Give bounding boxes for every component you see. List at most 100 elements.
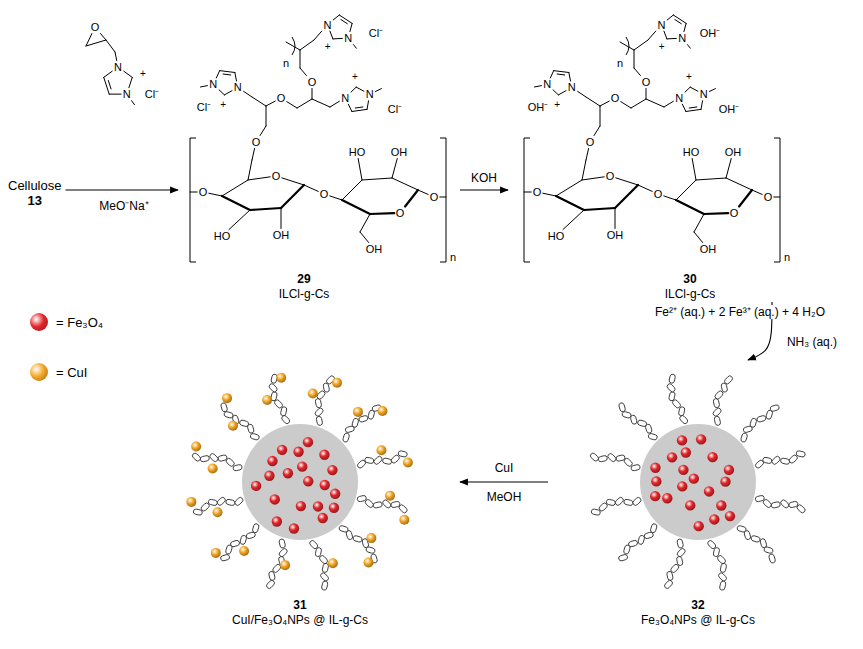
cui-particle	[308, 389, 318, 399]
bond-line	[621, 102, 631, 108]
fe3o4-particle	[272, 516, 282, 526]
reaction-arrow	[65, 189, 178, 190]
cui-particle	[211, 548, 221, 558]
polymer-chain-link	[345, 425, 355, 433]
polymer-chain-link	[614, 496, 624, 506]
atom-label: O	[533, 187, 542, 198]
polymer-chain-link	[266, 579, 276, 589]
fe3o4-particle	[677, 435, 687, 445]
atom-label: OH	[366, 244, 383, 255]
polymer-chain-link	[398, 504, 408, 514]
bond-line	[558, 91, 566, 95]
fe3o4-particle	[251, 481, 261, 491]
polymer-chain-link	[740, 433, 748, 443]
polymer-chain-link	[771, 501, 781, 508]
bond-line	[348, 104, 352, 111]
bond-line	[682, 104, 686, 111]
bond-line	[360, 232, 369, 243]
polymer-chain-link	[208, 499, 218, 506]
atom-label: O	[320, 189, 329, 200]
polymer-chain-link	[788, 454, 798, 464]
atom-label: O	[764, 192, 773, 203]
atom-label: OH⁻	[719, 104, 740, 115]
polymer-chain-link	[618, 554, 628, 562]
polymer-chain-link	[323, 383, 330, 393]
atom-label: N	[543, 79, 551, 90]
polymer-chain-link	[630, 415, 638, 425]
polymer-chain-link	[346, 530, 354, 540]
bond-line	[370, 212, 394, 215]
polymer-bracket	[774, 138, 780, 262]
bond-line	[664, 31, 667, 39]
atom-label: +	[220, 100, 226, 110]
bond-line	[646, 89, 647, 100]
polymer-chain-link	[720, 563, 727, 573]
bond-line	[281, 185, 304, 208]
bond-line	[342, 200, 370, 214]
bond-line	[676, 200, 704, 214]
fe3o4-particle	[319, 450, 329, 460]
fe3o4-particle	[720, 476, 730, 486]
bond-line	[235, 72, 237, 81]
polymer-chain-link	[770, 404, 780, 412]
polymer-bracket	[440, 138, 446, 262]
bond-line	[709, 89, 715, 92]
polymer-chain-link	[618, 402, 626, 412]
atom-label: O	[606, 171, 615, 182]
fe3o4-particle	[303, 476, 313, 486]
polymer-chain-link	[678, 406, 685, 416]
atom-label: +	[554, 100, 560, 110]
fe3o4-particle	[297, 461, 307, 471]
bond-line	[339, 15, 352, 23]
polymer-chain-link	[589, 452, 599, 462]
atom-label: N	[341, 92, 349, 103]
bond-line	[224, 91, 232, 95]
bond-line	[330, 31, 333, 39]
bond-line	[266, 106, 267, 126]
bond-line	[104, 71, 112, 77]
polymer-chain-link	[650, 523, 658, 533]
polymer-bracket	[626, 37, 629, 55]
polymer-chain-link	[278, 548, 288, 558]
bond-line	[190, 192, 197, 193]
bond-line	[418, 190, 428, 194]
cui-particle	[262, 395, 272, 405]
cui-particle	[377, 406, 387, 416]
bond-line	[342, 180, 362, 200]
atom-label: O	[611, 93, 620, 104]
fe3o4-particle	[264, 471, 274, 481]
bond-line	[584, 208, 615, 210]
reagent-label: CuI	[493, 461, 516, 475]
bond-line	[774, 197, 780, 198]
bond-line	[352, 109, 367, 111]
bond-line	[600, 106, 601, 126]
bond-line	[667, 15, 673, 20]
polymer-chain-link	[664, 579, 674, 589]
bond-line	[586, 97, 600, 106]
cui-particle	[364, 557, 374, 567]
atom-label: O	[199, 187, 208, 198]
compound-number: 31	[293, 598, 306, 613]
fe3o4-particle	[662, 493, 672, 503]
bond-line	[129, 77, 132, 87]
bond-line	[739, 190, 752, 207]
bond-line	[341, 20, 347, 24]
bond-line	[440, 197, 446, 198]
polymer-chain-link	[225, 499, 235, 506]
polymer-chain-link	[707, 540, 717, 550]
polymer-chain-link	[279, 539, 286, 549]
compound-name: ILCl-g-Cs	[279, 287, 330, 302]
polymer-chain-link	[637, 535, 645, 545]
bond-line	[634, 50, 635, 68]
compound-node: 29ILCl-g-Cs	[178, 4, 460, 302]
fe3o4-particle	[651, 476, 661, 486]
fe3o4-particle	[694, 521, 704, 531]
bond-line	[600, 101, 609, 106]
fe3o4-particle	[318, 513, 328, 523]
polymer-chain-link	[316, 390, 326, 400]
bond-line	[86, 40, 106, 46]
bond-line	[556, 180, 582, 196]
polymer-chain-link	[763, 546, 773, 554]
polymer-chain-link	[623, 499, 633, 506]
polymer-chain-link	[677, 539, 684, 549]
